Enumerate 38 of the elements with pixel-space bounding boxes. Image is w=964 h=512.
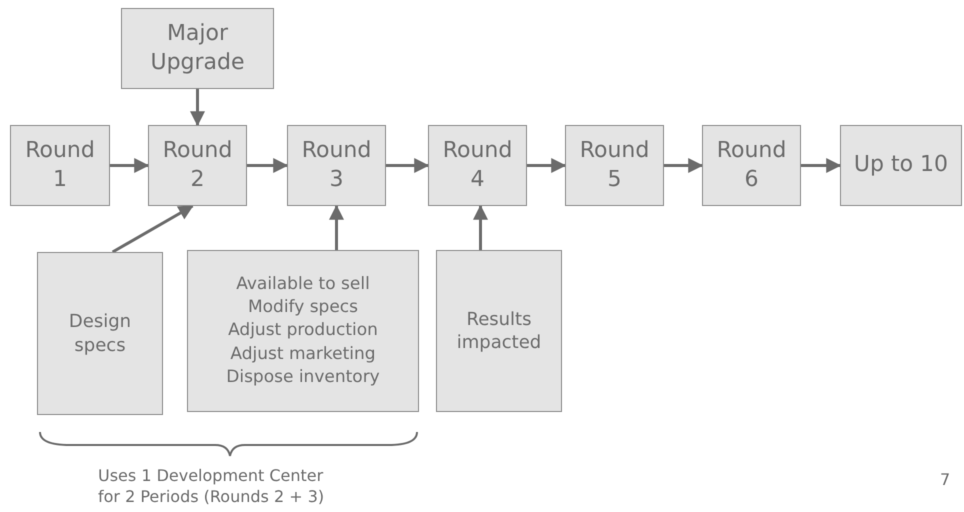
note-text: Uses 1 Development Center for 2 Periods (Rounds 2 + 3) bbox=[98, 466, 326, 508]
arrow bbox=[110, 158, 150, 173]
box-text: Round 6 bbox=[716, 136, 788, 194]
box-text: Up to 10 bbox=[854, 151, 948, 180]
arrow bbox=[247, 158, 288, 173]
box-text: Round 4 bbox=[442, 136, 514, 194]
box-text: Dispose inventory bbox=[226, 366, 380, 389]
box-text: Round 1 bbox=[24, 136, 96, 194]
box-text: Modify specs bbox=[248, 296, 358, 320]
note-box bbox=[436, 250, 562, 412]
process-box bbox=[840, 125, 962, 206]
box-text: Round 2 bbox=[162, 136, 234, 194]
arrow bbox=[386, 158, 430, 173]
box-text: Major Upgrade bbox=[149, 20, 246, 76]
process-box bbox=[702, 125, 801, 206]
page-number: 7 bbox=[940, 470, 950, 491]
box-text: Adjust production bbox=[228, 319, 378, 342]
process-box bbox=[428, 125, 527, 206]
process-box bbox=[565, 125, 664, 206]
arrow bbox=[112, 204, 194, 254]
arrow bbox=[664, 158, 704, 173]
box-text: Adjust marketing bbox=[230, 342, 376, 366]
arrow bbox=[190, 89, 205, 126]
box-text: Results impacted bbox=[456, 308, 542, 354]
note-box bbox=[187, 250, 419, 412]
note-box bbox=[37, 252, 163, 415]
box-text: Round 3 bbox=[300, 136, 372, 194]
arrow bbox=[801, 158, 842, 173]
arrow bbox=[527, 158, 566, 173]
process-box bbox=[148, 125, 247, 206]
arrow bbox=[329, 204, 344, 250]
box-text: Available to sell bbox=[236, 272, 370, 296]
process-box bbox=[287, 125, 386, 206]
box-text: Design specs bbox=[68, 310, 132, 357]
arrow bbox=[473, 204, 488, 250]
process-box bbox=[10, 125, 110, 206]
note-box bbox=[121, 8, 274, 89]
box-text: Round 5 bbox=[578, 136, 650, 194]
